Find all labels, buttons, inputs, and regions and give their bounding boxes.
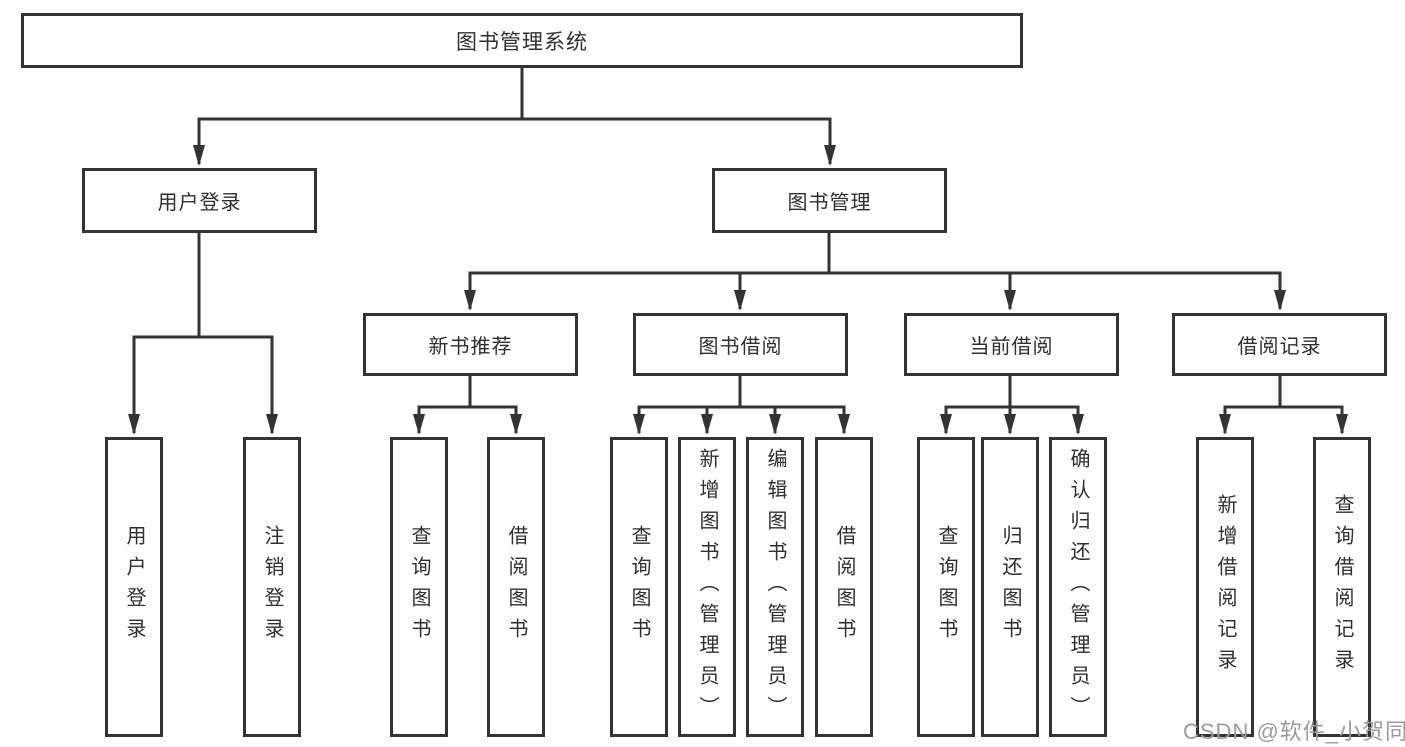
node-label: 图书管理 bbox=[787, 192, 872, 214]
node-new-book-recommendation: 新书推荐 bbox=[363, 313, 578, 376]
leaf-label: 借阅图书 bbox=[833, 525, 855, 649]
leaf-label: 查询借阅记录 bbox=[1331, 494, 1353, 680]
node-label: 图书借阅 bbox=[698, 336, 783, 358]
leaf-label: 用户登录 bbox=[123, 525, 145, 649]
node-label: 当前借阅 bbox=[969, 336, 1054, 358]
leaf-edit-books-admin: 编辑图书（管理员） bbox=[746, 437, 804, 737]
leaf-label: 查询图书 bbox=[628, 525, 650, 649]
node-book-borrowing: 图书借阅 bbox=[633, 313, 848, 376]
leaf-add-borrowing-record: 新增借阅记录 bbox=[1196, 437, 1254, 737]
leaf-borrow-books-borrowing: 借阅图书 bbox=[815, 437, 873, 737]
leaf-query-books-current: 查询图书 bbox=[917, 437, 975, 737]
leaf-return-books: 归还图书 bbox=[981, 437, 1039, 737]
leaf-label: 借阅图书 bbox=[505, 525, 527, 649]
node-current-borrowing: 当前借阅 bbox=[904, 313, 1119, 376]
leaf-add-books-admin: 新增图书（管理员） bbox=[678, 437, 736, 737]
node-label: 图书管理系统 bbox=[456, 30, 588, 54]
leaf-logout: 注销登录 bbox=[243, 437, 301, 737]
node-book-management: 图书管理 bbox=[712, 168, 947, 233]
node-label: 新书推荐 bbox=[428, 336, 513, 358]
leaf-label: 查询图书 bbox=[935, 525, 957, 649]
leaf-label: 注销登录 bbox=[261, 525, 283, 649]
node-user-login: 用户登录 bbox=[82, 168, 317, 233]
leaf-label: 编辑图书（管理员） bbox=[764, 447, 786, 727]
leaf-label: 确认归还（管理员） bbox=[1067, 447, 1089, 727]
node-book-management-system: 图书管理系统 bbox=[21, 13, 1023, 68]
leaf-label: 新增借阅记录 bbox=[1214, 494, 1236, 680]
node-borrowing-records: 借阅记录 bbox=[1172, 313, 1387, 376]
leaf-label: 归还图书 bbox=[999, 525, 1021, 649]
leaf-user-login: 用户登录 bbox=[105, 437, 163, 737]
leaf-label: 查询图书 bbox=[408, 525, 430, 649]
leaf-borrow-books-recommend: 借阅图书 bbox=[487, 437, 545, 737]
leaf-confirm-return-admin: 确认归还（管理员） bbox=[1049, 437, 1107, 737]
leaf-query-borrowing-record: 查询借阅记录 bbox=[1313, 437, 1371, 737]
leaf-query-books-recommend: 查询图书 bbox=[390, 437, 448, 737]
leaf-label: 新增图书（管理员） bbox=[696, 447, 718, 727]
csdn-watermark: CSDN @软件_小贺同学 bbox=[1183, 719, 1405, 744]
node-label: 借阅记录 bbox=[1237, 336, 1322, 358]
node-label: 用户登录 bbox=[157, 192, 242, 214]
leaf-query-books-borrowing: 查询图书 bbox=[610, 437, 668, 737]
